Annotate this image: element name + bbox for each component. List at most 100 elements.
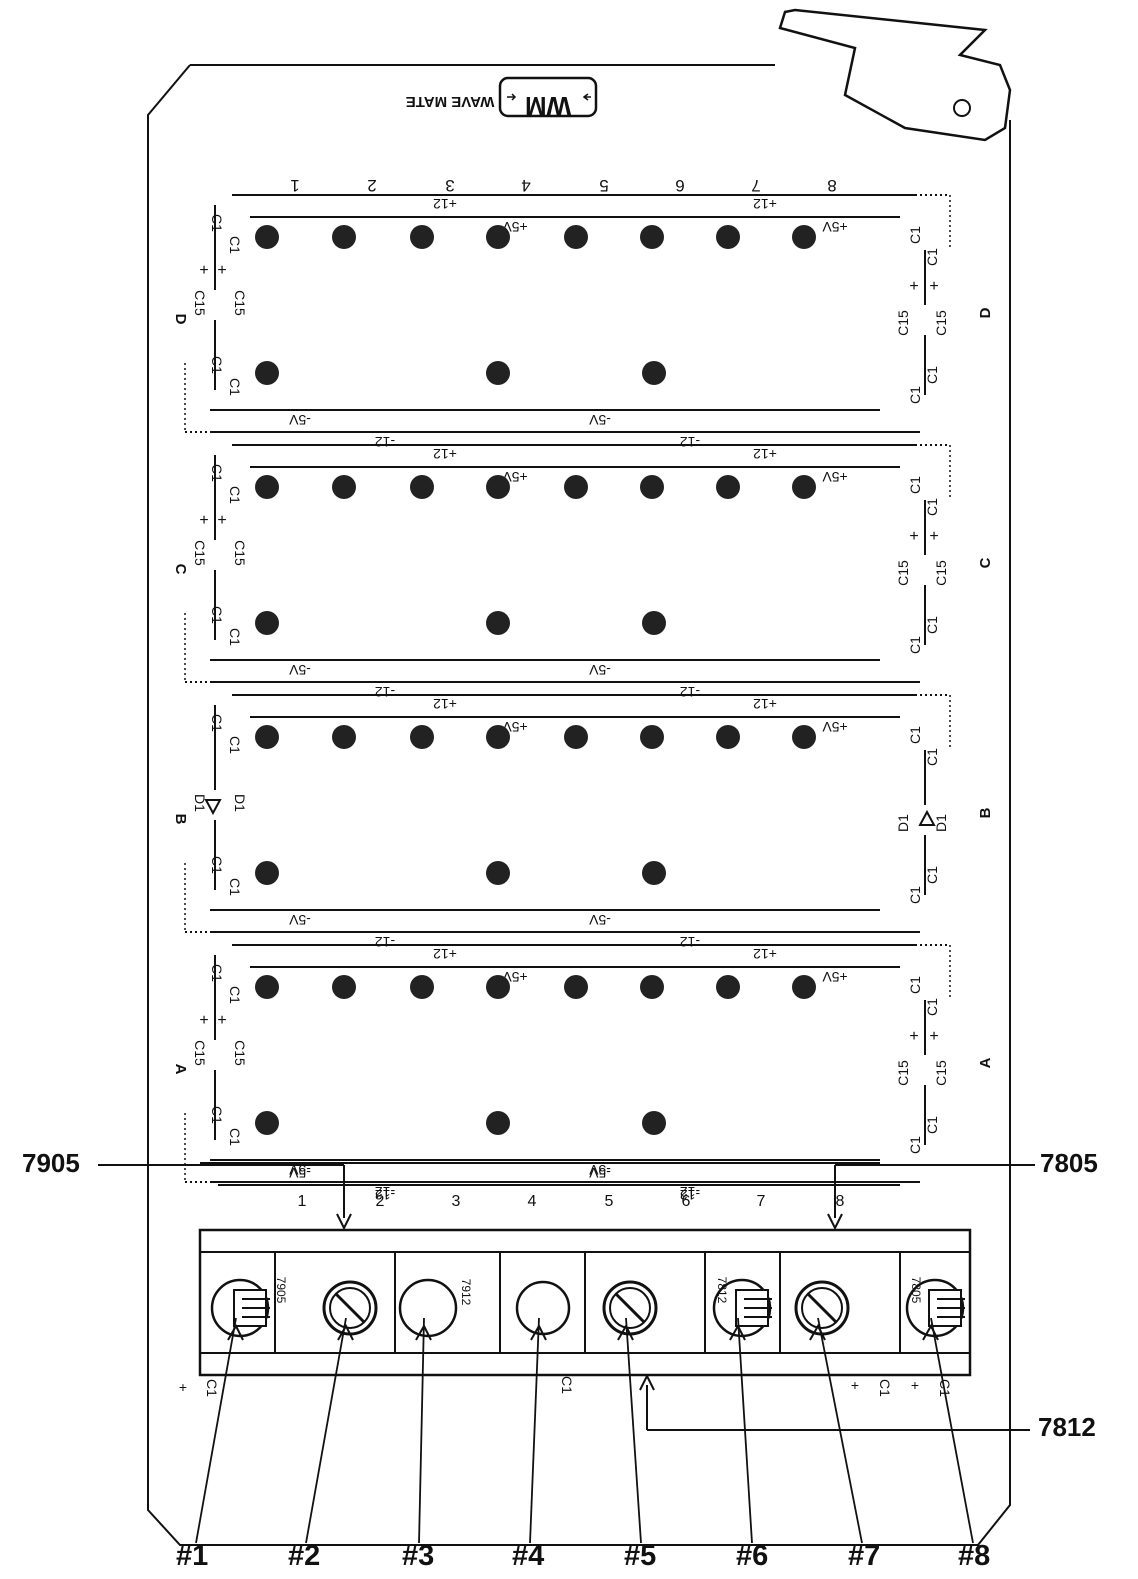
regulator-strip: [198, 1228, 972, 1377]
pin-dot: [792, 725, 816, 749]
chip-label: 7812: [715, 1277, 729, 1304]
position-6: #6: [736, 1540, 769, 1572]
bottom-column-number: 1: [298, 1193, 307, 1210]
rail-label-minus12: -12: [375, 1184, 395, 1200]
component-label: C15: [895, 310, 911, 336]
pin-dot: [716, 225, 740, 249]
position-7: #7: [848, 1540, 881, 1572]
logo-mark: WM: [525, 91, 571, 121]
bottom-column-number: 3: [452, 1193, 461, 1210]
cap-label: C1: [907, 476, 923, 494]
pin-dot: [332, 975, 356, 999]
cap-label: C1: [907, 726, 923, 744]
pin-dot: [642, 861, 666, 885]
rail-label-plus12: +12: [433, 446, 457, 462]
cap-label: C1: [227, 236, 243, 254]
top-column-number: 1: [290, 176, 299, 195]
mounting-hole: [515, 1280, 571, 1336]
bottom-column-number: 5: [605, 1193, 614, 1210]
pin-dot: [255, 975, 279, 999]
component-label: D1: [232, 794, 248, 812]
cap-label: C1: [209, 214, 225, 232]
position-leader: [737, 1317, 753, 1544]
pin-dot: [332, 225, 356, 249]
cap-label: C1: [227, 486, 243, 504]
rail-label-minus5: -5V: [288, 662, 310, 678]
cap-label: C1: [559, 1376, 575, 1394]
pin-dot: [486, 861, 510, 885]
plus-sign: +: [179, 1379, 187, 1395]
position-leader: [418, 1317, 425, 1544]
rail-label-plus12: +12: [433, 196, 457, 212]
component-label: C15: [192, 1040, 208, 1066]
pin-dot: [792, 225, 816, 249]
component-label: C15: [895, 560, 911, 586]
ejector-hole: [953, 99, 971, 117]
position-8: #8: [958, 1540, 991, 1572]
pin-dot: [255, 225, 279, 249]
bottom-column-number: 7: [757, 1193, 766, 1210]
cap-label: C1: [924, 366, 940, 384]
rail-label-minus5: -5V: [288, 412, 310, 428]
plus-sign: +: [929, 528, 938, 545]
screw-head-inner: [609, 1287, 651, 1329]
cap-label: C1: [209, 714, 225, 732]
chip-label: 7905: [274, 1277, 288, 1304]
pin-dot: [255, 725, 279, 749]
rail-label-minus5: -5V: [288, 1165, 310, 1181]
plus-sign: +: [217, 512, 226, 529]
rail-label-plus12: +12: [433, 696, 457, 712]
plus-sign: +: [929, 278, 938, 295]
row-letter: A: [977, 1057, 994, 1068]
pin-dot: [792, 475, 816, 499]
board-outline: [147, 64, 1011, 1546]
component-label: C15: [232, 540, 248, 566]
chip-label: 7912: [459, 1279, 473, 1306]
arrowhead: [922, 1323, 939, 1341]
position-leader: [930, 1317, 974, 1544]
top-column-number: 6: [675, 176, 684, 195]
plus-sign: +: [199, 512, 208, 529]
rail-label-minus12: -12: [680, 434, 700, 450]
pin-dot: [716, 725, 740, 749]
bottom-column-number: 6: [682, 1193, 691, 1210]
cap-label: C1: [209, 856, 225, 874]
arrowhead: [827, 1213, 843, 1231]
row-letter: C: [977, 557, 994, 568]
plus-sign: +: [851, 1377, 859, 1393]
position-leader: [305, 1317, 347, 1544]
cap-label: C1: [209, 464, 225, 482]
pin-dot: [640, 225, 664, 249]
rail-label-minus12: -12: [375, 934, 395, 950]
position-4: #4: [512, 1540, 545, 1572]
pin-dot: [564, 475, 588, 499]
cap-label: C1: [209, 356, 225, 374]
cap-label: C1: [209, 606, 225, 624]
arrowhead: [415, 1323, 432, 1341]
cap-label: C1: [907, 1136, 923, 1154]
pin-dot: [332, 475, 356, 499]
pin-dot: [642, 1111, 666, 1135]
position-leader: [195, 1317, 237, 1544]
cap-label: C1: [209, 964, 225, 982]
pin-dot: [486, 361, 510, 385]
component-label: D1: [192, 794, 208, 812]
pin-dot: [564, 725, 588, 749]
plus-sign: +: [929, 1028, 938, 1045]
pin-dot: [564, 225, 588, 249]
cap-label: C1: [227, 1128, 243, 1146]
position-5: #5: [624, 1540, 657, 1572]
component-label: C15: [192, 290, 208, 316]
pin-dot: [255, 475, 279, 499]
component-label: C15: [895, 1060, 911, 1086]
screw-slot: [806, 1292, 838, 1324]
pin-dot: [792, 975, 816, 999]
row-letter: C: [172, 564, 189, 575]
plus-sign: +: [909, 1028, 918, 1045]
position-1: #1: [176, 1540, 209, 1572]
rail-label-minus12: -12: [680, 1187, 700, 1203]
rail-label-plus12: +12: [433, 946, 457, 962]
plus-sign: +: [909, 278, 918, 295]
pin-dot: [640, 475, 664, 499]
